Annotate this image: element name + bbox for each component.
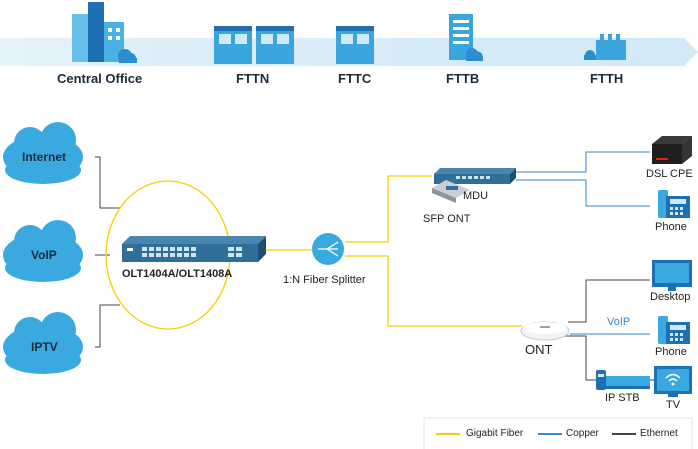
ip-stb-label: IP STB <box>605 392 640 404</box>
ont-ethernet-lines <box>560 279 654 381</box>
service-internet-label: Internet <box>22 150 67 164</box>
desktop-icon <box>652 260 692 291</box>
splitter-label: 1:N Fiber Splitter <box>283 274 366 286</box>
copper-lines <box>516 151 650 335</box>
tv-icon <box>654 366 692 397</box>
desktop-label: Desktop <box>650 291 691 303</box>
tv-label: TV <box>666 399 681 411</box>
dsl-cpe-icon <box>652 136 692 164</box>
sfp-ont-icon <box>432 180 470 203</box>
voip-cloud-icon <box>3 220 83 282</box>
fttn-cabinets-icon <box>214 26 294 64</box>
ont-label: ONT <box>525 342 553 357</box>
mdu-switch-icon <box>434 168 516 184</box>
olt-label: OLT1404A/OLT1408A <box>122 268 233 280</box>
stage-fttc: FTTC <box>338 71 372 86</box>
mdu-label: MDU <box>463 190 489 202</box>
internet-cloud-icon <box>3 122 83 184</box>
ethernet-lines <box>95 156 120 348</box>
iptv-cloud-icon <box>3 312 83 374</box>
ont-device-icon <box>520 321 570 341</box>
ip-stb-icon <box>596 370 650 390</box>
phone-icon <box>658 316 690 344</box>
legend <box>423 417 693 449</box>
service-voip-label: VoIP <box>31 248 57 262</box>
phone-label: Phone <box>655 221 687 233</box>
fiber-splitter-icon <box>312 233 344 265</box>
fttb-building-icon <box>449 14 483 61</box>
phone-icon <box>658 190 690 218</box>
stage-ftth: FTTH <box>590 71 624 86</box>
stage-fttb: FTTB <box>446 71 480 86</box>
phone-label: Phone <box>655 346 687 358</box>
legend-fiber-label: Gigabit Fiber <box>466 428 524 439</box>
legend-ethernet-label: Ethernet <box>640 428 678 439</box>
sfp-ont-label: SFP ONT <box>423 213 471 225</box>
central-office-icon <box>72 2 137 63</box>
voip-link-label: VoIP <box>607 316 631 328</box>
dsl-cpe-label: DSL CPE <box>646 168 693 180</box>
stage-central-office: Central Office <box>57 71 143 86</box>
olt-switch-icon <box>122 236 266 262</box>
stage-fttn: FTTN <box>236 71 270 86</box>
service-iptv-label: IPTV <box>31 340 58 354</box>
fttc-cabinet-icon <box>336 26 374 64</box>
fiber-lines <box>105 175 522 330</box>
ftth-house-icon <box>584 34 626 60</box>
legend-copper-label: Copper <box>566 428 599 439</box>
